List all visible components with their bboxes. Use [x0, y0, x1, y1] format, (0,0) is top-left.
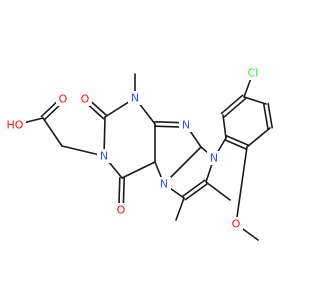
bond-c7-c8-double — [181, 179, 206, 198]
bond-layer — [14, 72, 273, 241]
atom-n-aryl: N — [207, 151, 221, 165]
atom-n-acetic: N — [97, 149, 111, 163]
atom-n-aryl-label: N — [210, 152, 218, 165]
atom-ho: HO — [4, 118, 26, 132]
bond-cooh-ch2 — [42, 117, 63, 147]
atom-o-carbonyl-lower: O — [114, 203, 128, 217]
bond-a6-a1-double — [226, 135, 249, 146]
bond-a2-a3-double — [220, 94, 244, 115]
bond-a4-a5-double — [263, 103, 269, 130]
bond-a5-a6 — [246, 127, 271, 148]
atom-o-carbonyl-lower-label: O — [117, 204, 126, 217]
atom-o-acid: O — [56, 92, 70, 106]
molecule-canvas: HO O O O N N N — [4, 66, 273, 241]
atom-o-methoxy: O — [229, 217, 243, 231]
atom-o-acid-label: O — [59, 93, 68, 106]
bond-a4-a5-double — [267, 102, 273, 129]
atom-o-carbonyl-upper-label: O — [81, 93, 90, 106]
atom-cl-label: Cl — [248, 67, 259, 80]
atom-n-fused-label: N — [160, 178, 168, 191]
structure-diagram: HO O O O N N N — [4, 66, 273, 241]
atom-o-carbonyl-upper: O — [78, 92, 92, 106]
bond-c8-me8 — [205, 181, 231, 201]
atom-n-methyl-label: N — [131, 92, 139, 105]
atom-ho-label: HO — [7, 119, 24, 132]
bond-a2-a3-double — [223, 97, 247, 118]
bond-a6-a1-double — [224, 139, 247, 150]
bond-c7-me7 — [175, 197, 185, 221]
bond-c7-c8-double — [184, 182, 209, 201]
atom-label-layer: HO O O O N N N — [4, 66, 263, 231]
bond-c6-c5 — [121, 161, 156, 179]
atom-o-methoxy-label: O — [232, 218, 241, 231]
bond-a6-oe — [235, 146, 248, 225]
atom-n-acetic-label: N — [100, 150, 108, 163]
atom-cl: Cl — [243, 66, 263, 80]
atom-n-methyl: N — [128, 91, 142, 105]
atom-n-imine: N — [179, 118, 193, 132]
atom-n-imine-label: N — [182, 119, 190, 132]
bond-a1-a2 — [222, 114, 227, 139]
bond-a3-a4 — [243, 96, 267, 105]
atom-n-fused: N — [157, 177, 171, 191]
